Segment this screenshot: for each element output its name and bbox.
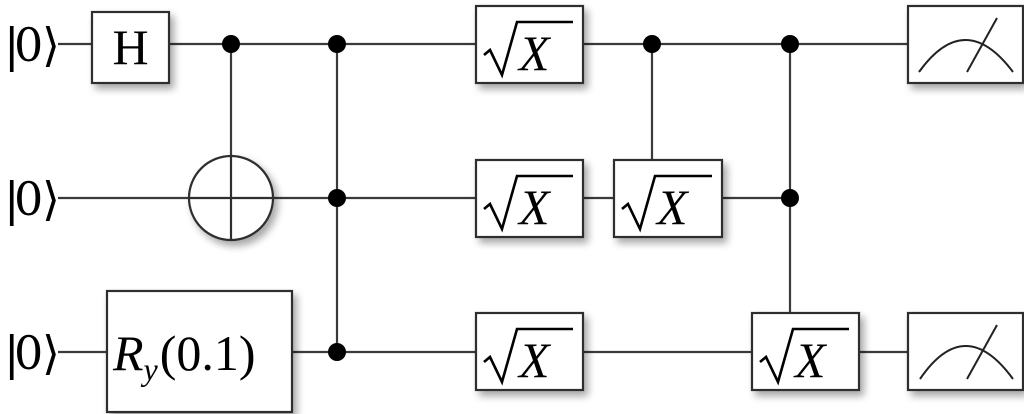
meter-needle-icon xyxy=(966,17,998,73)
ccsqrtx-target-box xyxy=(750,311,861,392)
ry-gate-main: R xyxy=(112,325,144,381)
sqrt-sign-icon xyxy=(759,327,849,386)
ry-gate-subscript: y xyxy=(141,351,159,387)
controlled-sqrtx-gate-q0q1-q2: X xyxy=(750,35,861,392)
sqrtx-gate-q0: X xyxy=(474,4,585,85)
ccz-control-dot-q1 xyxy=(328,189,346,207)
h-gate: H xyxy=(90,10,171,85)
sqrt-sign-icon xyxy=(621,174,712,233)
sqrtx-gate-box xyxy=(474,311,585,392)
h-gate-label: H xyxy=(112,19,148,75)
ket-label-q1: | 0 ⟩ xyxy=(4,172,60,226)
sqrt-sign-icon xyxy=(483,174,573,233)
h-gate-box xyxy=(90,10,171,85)
meter-arc-icon xyxy=(918,39,1014,73)
meter-arc-icon xyxy=(919,345,1014,380)
ket-q1-bar: | xyxy=(4,172,20,226)
measurement-q0 xyxy=(906,4,1024,85)
ccsqrtx-control-dot-q1 xyxy=(781,189,799,207)
ket-q2-angle: ⟩ xyxy=(42,326,60,380)
sqrtx-gate-label: X xyxy=(517,332,552,388)
controlled-sqrtx-gate-q0-q1: X xyxy=(612,35,724,239)
ry-gate-box xyxy=(105,289,294,414)
ket-q0-value: 0 xyxy=(14,18,43,72)
ket-q2-value: 0 xyxy=(14,326,43,380)
cnot-control-dot xyxy=(222,35,240,53)
sqrtx-gate-label: X xyxy=(517,25,552,81)
ccz-control-dot-q2 xyxy=(328,343,346,361)
measurement-box xyxy=(906,4,1024,85)
ccsqrtx-label: X xyxy=(793,332,828,388)
ket-q0-angle: ⟩ xyxy=(42,18,60,72)
sqrtx-gate-q1: X xyxy=(474,158,585,239)
ry-gate-label: Ry(0.1) xyxy=(112,325,256,387)
controlled-sqrtx-label: X xyxy=(655,179,690,235)
ket-label-q0: | 0 ⟩ xyxy=(4,18,60,72)
ccz-control-dot-q0 xyxy=(328,35,346,53)
ket-label-q2: | 0 ⟩ xyxy=(4,326,60,380)
ket-q1-value: 0 xyxy=(14,172,43,226)
measurement-q2 xyxy=(906,311,1024,392)
sqrt-sign-icon xyxy=(483,20,573,79)
controlled-sqrtx-control-dot xyxy=(643,35,661,53)
ry-gate: Ry(0.1) xyxy=(105,289,294,414)
sqrtx-gate-box xyxy=(474,158,585,239)
sqrtx-gate-box xyxy=(474,4,585,85)
sqrtx-gate-q2: X xyxy=(474,311,585,392)
meter-needle-icon xyxy=(966,324,998,380)
ry-gate-argument: (0.1) xyxy=(160,325,256,381)
controlled-sqrtx-target-box xyxy=(612,158,724,239)
ket-q1-angle: ⟩ xyxy=(42,172,60,226)
ket-q2-bar: | xyxy=(4,326,20,380)
sqrtx-gate-label: X xyxy=(517,179,552,235)
ccsqrtx-control-dot-q0 xyxy=(781,35,799,53)
ket-q0-bar: | xyxy=(4,18,20,72)
ccz-gate xyxy=(328,35,346,361)
sqrt-sign-icon xyxy=(483,327,573,386)
cnot-gate xyxy=(187,35,275,242)
measurement-box xyxy=(906,311,1024,392)
